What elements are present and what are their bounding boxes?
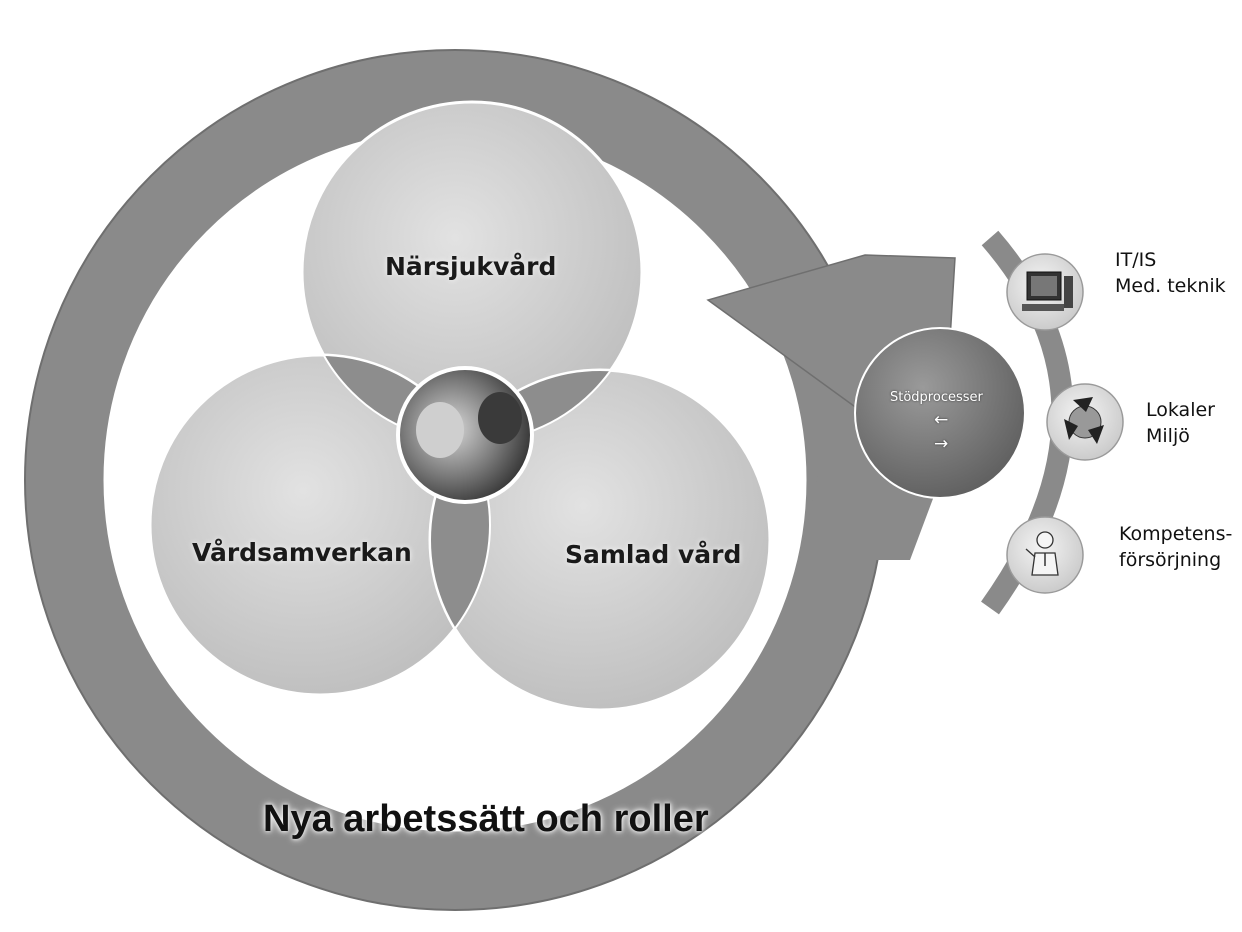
venn-label-left: Vårdsamverkan <box>192 538 412 567</box>
hub-arrow-right: → <box>934 434 949 454</box>
hub-label: Stödprocesser <box>890 390 983 405</box>
support-label-lokaler-line2: Miljö <box>1146 425 1190 447</box>
photo-face-left <box>416 402 464 458</box>
support-label-kompetens-line1: Kompetens- <box>1119 523 1233 545</box>
support-label-lokaler-line1: Lokaler <box>1146 399 1215 421</box>
support-label-it-line1: IT/IS <box>1115 249 1157 271</box>
support-label-kompetens-line2: försörjning <box>1119 549 1222 571</box>
venn-label-top: Närsjukvård <box>385 252 557 281</box>
ring-label: Nya arbetssätt och roller <box>263 798 709 840</box>
hub-circle <box>854 327 1026 499</box>
support-label-it: IT/IS Med. teknik <box>1115 247 1226 299</box>
venn-label-right: Samlad vård <box>565 540 742 569</box>
photo-face-right <box>478 392 522 444</box>
support-label-lokaler: Lokaler Miljö <box>1146 397 1215 449</box>
person-icon <box>1025 531 1059 576</box>
recycle-icon <box>1064 397 1104 444</box>
support-label-it-line2: Med. teknik <box>1115 275 1226 297</box>
computer-icon <box>1022 271 1073 311</box>
support-label-kompetens: Kompetens- försörjning <box>1119 521 1232 573</box>
hub-arrow-left: ← <box>934 410 949 430</box>
